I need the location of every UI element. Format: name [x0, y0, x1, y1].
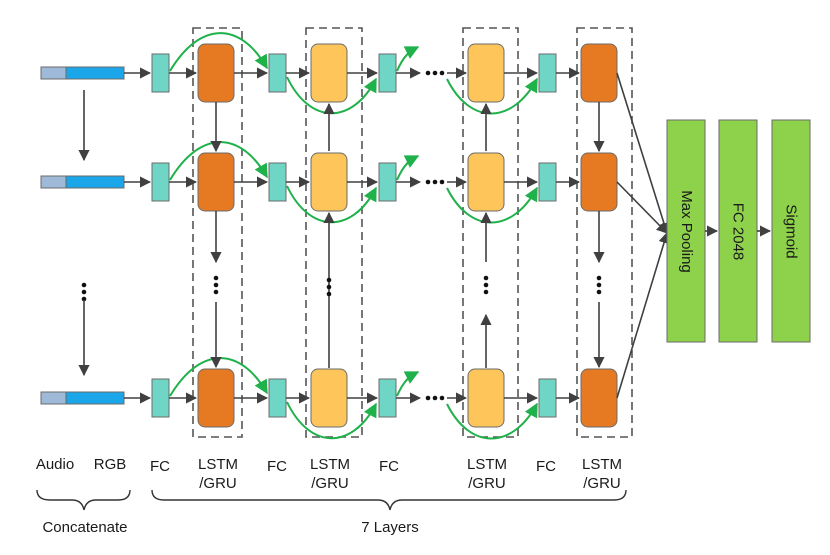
ellipsis-dots	[326, 284, 332, 290]
fc-label-1: FC	[150, 458, 170, 475]
ellipsis-dots	[326, 291, 332, 297]
audio-feature-block	[40, 391, 67, 405]
ellipsis-dots	[432, 395, 438, 401]
lstm-gru-cell	[467, 43, 505, 103]
ellipsis-dots	[81, 289, 87, 295]
ellipsis-dots	[425, 395, 431, 401]
ellipsis-dots	[213, 282, 219, 288]
to-maxpool-arrow	[616, 231, 670, 399]
ellipsis-dots	[596, 282, 602, 288]
ellipsis-dots	[439, 70, 445, 76]
ellipsis-dots	[483, 275, 489, 281]
skip-connection-arrow	[396, 46, 420, 72]
lstm-gru-cell	[580, 152, 618, 212]
rgb-label: RGB	[93, 456, 127, 473]
lstm-gru-cell	[310, 368, 348, 428]
skip-connection-arrow	[169, 32, 268, 72]
ellipsis-dots	[439, 395, 445, 401]
fc-block	[151, 53, 170, 93]
skip-connection-arrow	[396, 155, 420, 181]
audio-feature-block	[40, 66, 67, 80]
lstm-gru-label-2: LSTM /GRU	[298, 455, 362, 493]
max-pooling-block	[666, 119, 706, 343]
sigmoid-block	[771, 119, 811, 343]
fc-block	[538, 162, 557, 202]
fc-block	[538, 378, 557, 418]
layer-group-box-4	[576, 27, 633, 438]
lstm-text: LSTM	[466, 456, 507, 473]
fc-block	[268, 378, 287, 418]
layer-group-box-2	[305, 27, 363, 438]
layer-group-box-1	[192, 27, 243, 438]
concatenate-brace	[36, 489, 131, 511]
fc-block	[378, 53, 397, 93]
rgb-feature-block	[65, 66, 125, 80]
rgb-feature-block	[65, 391, 125, 405]
skip-connection-arrow	[286, 401, 377, 440]
fc-block	[268, 53, 287, 93]
ellipsis-dots	[596, 275, 602, 281]
fc-label-2: FC	[267, 458, 287, 475]
ellipsis-dots	[81, 296, 87, 302]
lstm-gru-cell	[197, 152, 235, 212]
rgb-feature-block	[65, 175, 125, 189]
ellipsis-dots	[213, 289, 219, 295]
ellipsis-dots	[432, 179, 438, 185]
ellipsis-dots	[326, 277, 332, 283]
lstm-gru-label-4: LSTM /GRU	[570, 455, 634, 493]
lstm-text: LSTM	[581, 456, 622, 473]
layers-brace	[151, 489, 627, 511]
ellipsis-dots	[483, 289, 489, 295]
ellipsis-dots	[81, 282, 87, 288]
lstm-gru-cell	[197, 43, 235, 103]
to-maxpool-arrow	[616, 181, 668, 234]
lstm-gru-cell	[467, 152, 505, 212]
lstm-gru-cell	[580, 368, 618, 428]
fc2048-block	[718, 119, 758, 343]
layer-group-box-3	[462, 27, 519, 438]
audio-label: Audio	[35, 456, 75, 473]
lstm-text: LSTM	[309, 456, 350, 473]
gru-text: /GRU	[583, 475, 621, 492]
fc-label-4: FC	[536, 458, 556, 475]
ellipsis-dots	[439, 179, 445, 185]
gru-text: /GRU	[468, 475, 506, 492]
skip-connection-arrow	[396, 371, 420, 397]
lstm-text: LSTM	[197, 456, 238, 473]
lstm-gru-cell	[580, 43, 618, 103]
lstm-gru-cell	[467, 368, 505, 428]
ellipsis-dots	[213, 275, 219, 281]
fc-block	[538, 53, 557, 93]
audio-feature-block	[40, 175, 67, 189]
lstm-gru-label-3: LSTM /GRU	[455, 455, 519, 493]
lstm-gru-cell	[310, 152, 348, 212]
fc-block	[151, 162, 170, 202]
concatenate-label: Concatenate	[42, 519, 128, 536]
ellipsis-dots	[425, 70, 431, 76]
fc-block	[151, 378, 170, 418]
lstm-gru-cell	[310, 43, 348, 103]
lstm-gru-cell	[197, 368, 235, 428]
ellipsis-dots	[483, 282, 489, 288]
fc-block	[268, 162, 287, 202]
skip-connection-arrow	[446, 402, 538, 440]
fc-label-3: FC	[379, 458, 399, 475]
gru-text: /GRU	[199, 475, 237, 492]
lstm-gru-label-1: LSTM /GRU	[186, 455, 250, 493]
fc-block	[378, 378, 397, 418]
ellipsis-dots	[596, 289, 602, 295]
gru-text: /GRU	[311, 475, 349, 492]
fc-block	[378, 162, 397, 202]
ellipsis-dots	[425, 179, 431, 185]
to-maxpool-arrow	[616, 72, 670, 235]
layers-label: 7 Layers	[361, 519, 419, 536]
ellipsis-dots	[432, 70, 438, 76]
